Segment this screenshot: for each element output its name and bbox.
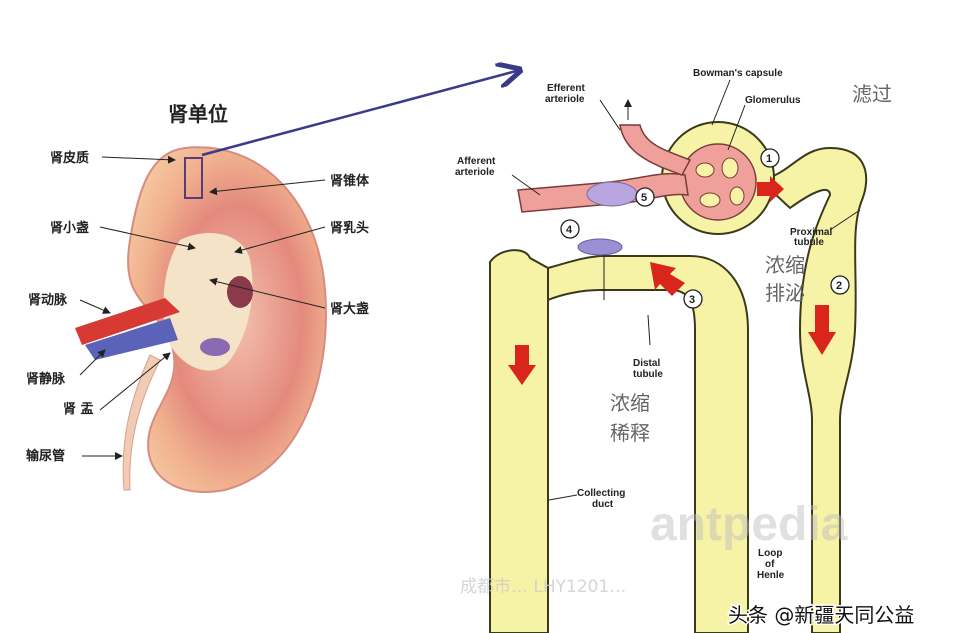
step-1: 1 <box>766 153 772 165</box>
label-renal-pelvis: 肾 盂 <box>63 402 94 417</box>
label-ureter: 输尿管 <box>26 448 65 464</box>
macula-densa <box>577 238 623 256</box>
glomerulus <box>679 143 757 221</box>
step-2: 2 <box>836 280 842 292</box>
label-renal-papilla: 肾乳头 <box>330 220 369 236</box>
label-collecting-2: duct <box>592 499 614 510</box>
label-concentrate: 浓缩 <box>765 253 805 277</box>
renal-artery <box>75 298 180 345</box>
label-proximal: Proximal <box>790 227 832 238</box>
glomerulus-loops <box>695 157 745 208</box>
calyx-cavity <box>200 338 230 356</box>
label-distal: Distal <box>633 358 660 369</box>
step-markers <box>560 148 850 309</box>
label-loop-3: Henle <box>757 570 785 581</box>
kidney-title: 肾单位 <box>168 102 228 126</box>
label-minor-calyx: 肾小盏 <box>50 220 89 236</box>
label-efferent-2: arteriole <box>545 94 585 105</box>
label-efferent: Efferent <box>547 83 585 94</box>
distal-tubule <box>547 255 749 633</box>
renal-vein <box>85 318 178 360</box>
kidney-label-lines <box>79 155 326 460</box>
step-5: 5 <box>641 192 647 204</box>
kidney-illustration <box>75 70 520 493</box>
arrow-down-icon <box>808 305 836 355</box>
label-collecting: Collecting <box>577 488 625 499</box>
label-glomerulus: Glomerulus <box>745 95 801 106</box>
arrow-up-left-icon <box>650 262 685 296</box>
watermark-antpedia: antpedia <box>650 498 848 551</box>
label-proximal-2: tubule <box>794 237 824 248</box>
label-renal-vein: 肾静脉 <box>26 371 66 387</box>
label-afferent: Afferent <box>457 156 496 167</box>
calyx-cavity <box>227 276 253 308</box>
proximal-tubule <box>757 146 868 633</box>
arrow-right-icon <box>757 176 784 202</box>
renal-sinus <box>163 232 253 371</box>
nephron-label-lines <box>511 79 861 501</box>
juxtaglomerular-cells <box>586 181 638 207</box>
ureter <box>122 354 161 491</box>
label-loop-2: of <box>765 559 775 570</box>
label-secrete: 排泌 <box>765 281 805 305</box>
watermark-toutiao: 头条 @新疆天同公益 <box>728 603 914 627</box>
label-concentrate-2: 浓缩 <box>610 391 650 415</box>
step-4: 4 <box>566 224 573 236</box>
efferent-arteriole <box>619 124 692 176</box>
collecting-duct <box>489 249 549 633</box>
label-dilute: 稀释 <box>610 421 650 445</box>
label-renal-cortex: 肾皮质 <box>50 150 89 166</box>
nephron-highlight-box <box>184 157 203 199</box>
watermark-weibo: 成都市… LHY1201… <box>460 577 626 597</box>
label-filtration: 滤过 <box>852 82 892 106</box>
arrow-down-icon <box>508 345 536 385</box>
label-major-calyx: 肾大盏 <box>330 301 369 317</box>
label-renal-pyramid: 肾锥体 <box>330 173 370 189</box>
step-3: 3 <box>689 294 695 306</box>
label-afferent-2: arteriole <box>455 167 495 178</box>
label-renal-artery: 肾动脉 <box>28 292 68 308</box>
pointer-arrow <box>201 70 520 157</box>
flow-arrows <box>508 176 836 385</box>
label-distal-2: tubule <box>633 369 663 380</box>
label-loop: Loop <box>758 548 782 559</box>
label-bowmans-capsule: Bowman's capsule <box>693 68 783 79</box>
